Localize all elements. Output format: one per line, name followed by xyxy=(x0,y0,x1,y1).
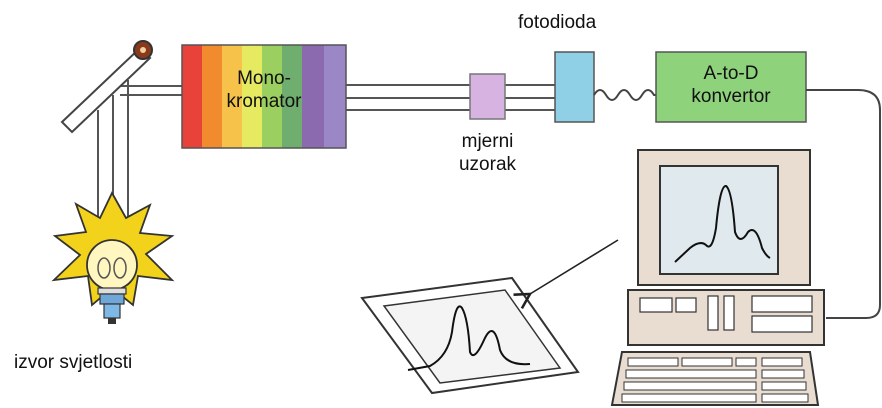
adc-label: A-to-D konvertor xyxy=(656,62,806,108)
arrow-icon xyxy=(513,239,619,309)
adc-label-line1: A-to-D xyxy=(703,63,759,84)
sample-cuvette xyxy=(469,73,506,120)
bulb-icon xyxy=(51,191,175,324)
adc-label-line2: konvertor xyxy=(691,86,771,107)
photodiode-label: fotodioda xyxy=(518,12,597,33)
monochromator-label-line2: kromator xyxy=(226,91,302,112)
mirror-icon xyxy=(60,40,153,134)
photodiode xyxy=(554,51,595,123)
adc-converter xyxy=(655,51,807,123)
sample-label-line2: uzorak xyxy=(458,154,517,175)
signal-wire xyxy=(593,89,658,101)
monochromator-label-line1: Mono- xyxy=(237,68,291,89)
sample-label-line1: mjerni xyxy=(461,131,514,152)
sample-label: mjerni uzorak xyxy=(440,130,535,176)
computer-icon xyxy=(610,149,825,406)
monitor-spectrum-curve xyxy=(674,185,771,263)
printout-spectrum-curve xyxy=(407,305,531,371)
monochromator-label: Mono- kromator xyxy=(182,67,346,113)
data-cable xyxy=(806,89,881,319)
light-source-label: izvor svjetlosti xyxy=(14,352,133,373)
printout-icon xyxy=(360,276,580,395)
monochromator xyxy=(181,44,347,149)
